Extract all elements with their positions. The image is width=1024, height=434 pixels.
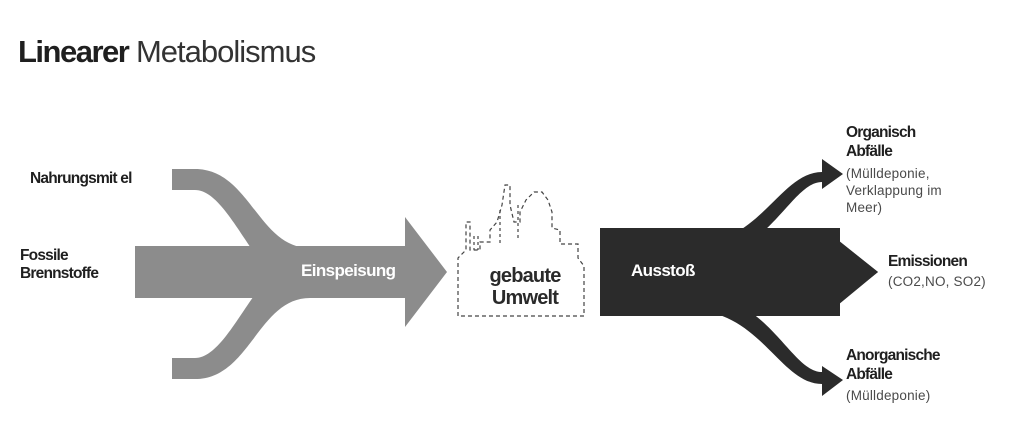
built-environment-outline bbox=[457, 184, 585, 317]
organic-waste-detail-line3: Meer) bbox=[846, 200, 883, 215]
built-environment-line1: gebaute bbox=[489, 265, 561, 287]
built-environment-line2: Umwelt bbox=[491, 287, 559, 309]
diagram-title: Linearer Metabolismus bbox=[18, 34, 316, 70]
food-label: Nahrungsmit el bbox=[30, 170, 132, 187]
emissions-arrow-head bbox=[690, 240, 878, 305]
inorganic-output-branch bbox=[690, 292, 843, 396]
emissions-detail: (CO2,NO, SO2) bbox=[888, 274, 986, 289]
organic-waste-title-line1: Organisch bbox=[846, 124, 916, 141]
built-environment-label: gebaute Umwelt bbox=[470, 265, 580, 309]
inorganic-waste-title-line2: Abfälle bbox=[846, 366, 893, 383]
organic-waste-detail-line2: Verklappung im bbox=[846, 183, 942, 198]
building-detail-lines bbox=[473, 205, 519, 250]
intake-arrow bbox=[135, 217, 447, 327]
intake-label: Einspeisung bbox=[301, 261, 396, 280]
organic-waste-detail-line1: (Mülldeponie, bbox=[846, 166, 930, 181]
title-light: Metabolismus bbox=[135, 34, 316, 69]
organic-output-branch bbox=[690, 159, 843, 262]
title-bold: Linearer bbox=[18, 34, 130, 69]
input-flow-group bbox=[135, 169, 447, 379]
fossil-fuels-label-line2: Brennstoffe bbox=[20, 265, 99, 282]
inorganic-waste-detail: (Mülldeponie) bbox=[846, 388, 931, 403]
fossil-fuels-label-line1: Fossile bbox=[20, 247, 69, 264]
inorganic-waste-title-line1: Anorganische bbox=[846, 347, 941, 364]
output-flow-group bbox=[600, 159, 878, 396]
emissions-title: Emissionen bbox=[888, 253, 968, 270]
organic-waste-title-line2: Abfälle bbox=[846, 143, 893, 160]
output-label: Ausstoß bbox=[631, 261, 695, 280]
